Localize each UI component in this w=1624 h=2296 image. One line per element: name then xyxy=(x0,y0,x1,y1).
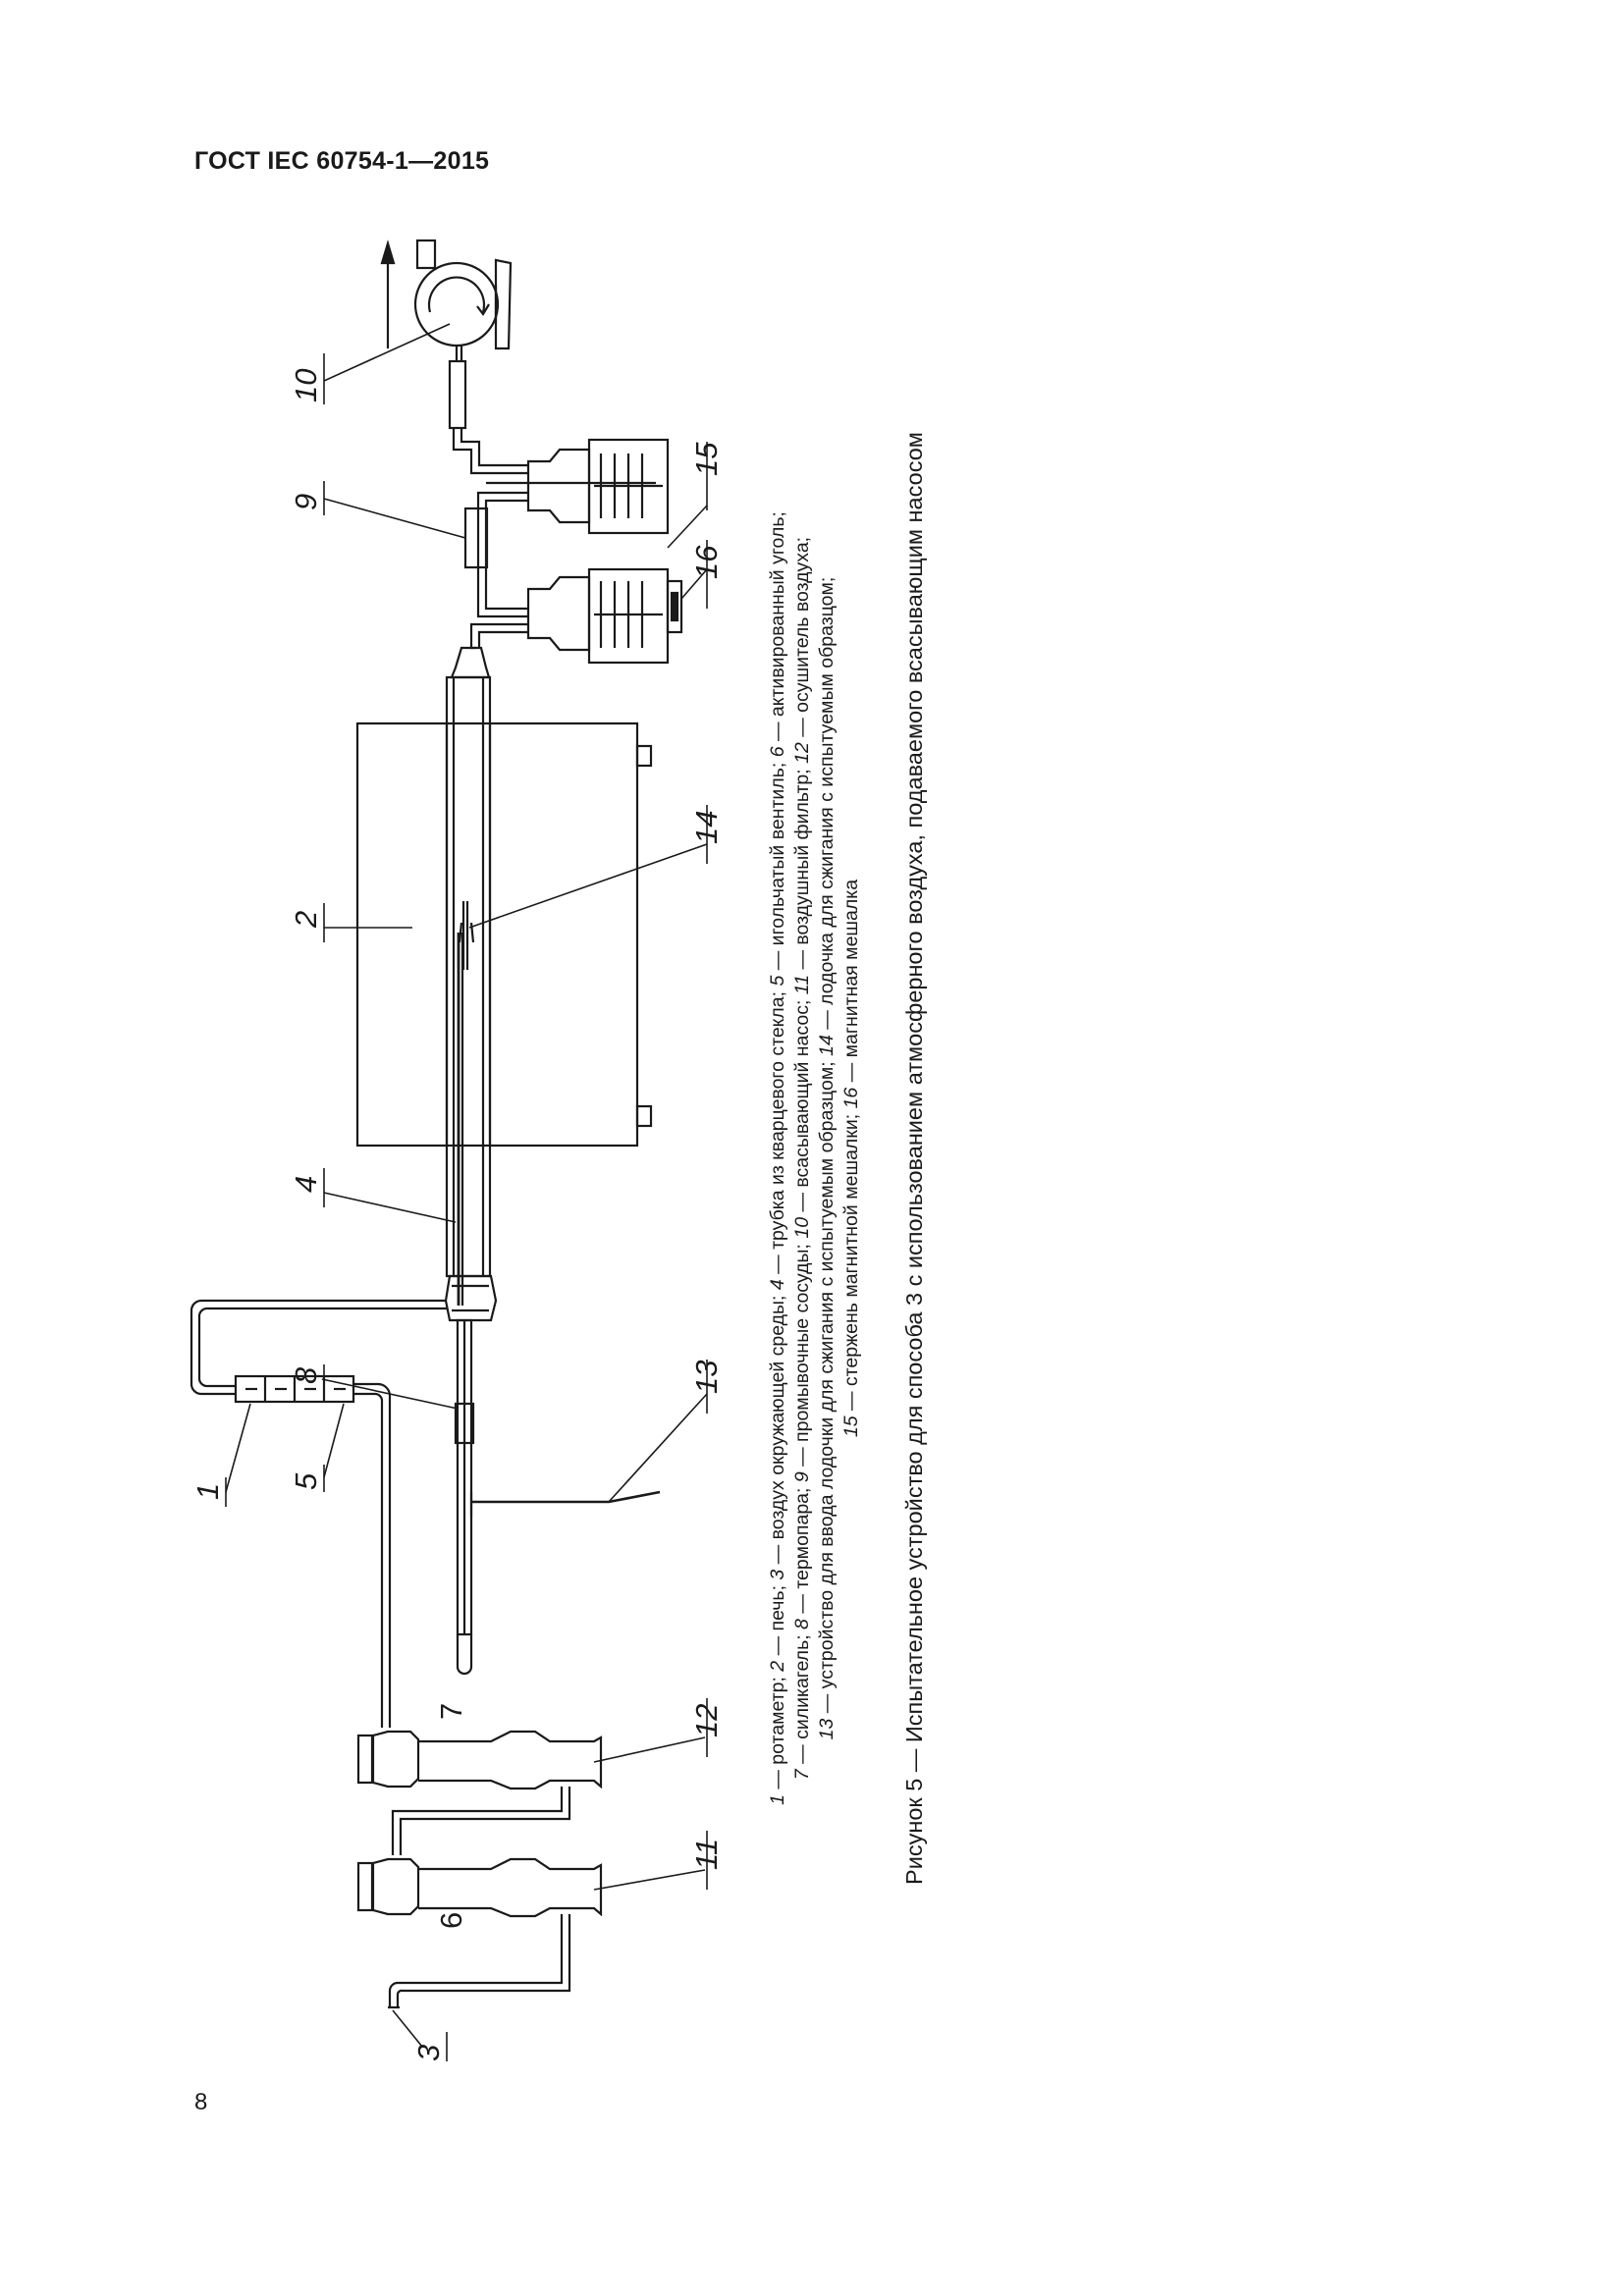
label-4: 4 xyxy=(289,1176,323,1193)
legend-line-1: 1 — ротаметр; 2 — печь; 3 — воздух окруж… xyxy=(766,393,790,1924)
figure-legend-caption: 1 — ротаметр; 2 — печь; 3 — воздух окруж… xyxy=(746,255,943,1924)
legend-text: — печь; xyxy=(767,1579,788,1661)
legend-number: 7 xyxy=(791,1769,813,1781)
legend-number: 15 xyxy=(840,1415,862,1438)
label-8: 8 xyxy=(289,1366,323,1384)
legend-number: 6 xyxy=(767,746,788,758)
wash-bottle-16 xyxy=(526,567,683,665)
legend-text: — термопара; xyxy=(791,1482,813,1620)
legend-number: 14 xyxy=(816,1035,838,1056)
legend-number: 12 xyxy=(791,742,813,764)
legend-line-2: 7 — силикагель; 8 — термопара; 9 — промы… xyxy=(790,393,815,1924)
legend-line-3: 13 — устройство для ввода лодочки для сж… xyxy=(815,393,839,1924)
legend-text: — осушитель воздуха; xyxy=(791,536,813,743)
legend-number: 8 xyxy=(791,1619,813,1629)
legend-text: — стержень магнитной мешалки; xyxy=(840,1108,862,1416)
label-12: 12 xyxy=(689,1704,724,1737)
legend-number: 3 xyxy=(767,1569,788,1580)
label-7: 7 xyxy=(434,1703,468,1720)
legend-number: 5 xyxy=(767,975,788,987)
label-15: 15 xyxy=(689,442,724,476)
figure-caption: Рисунок 5 — Испытательное устройство для… xyxy=(901,432,927,1885)
label-5: 5 xyxy=(289,1472,323,1490)
label-14: 14 xyxy=(689,811,724,844)
label-11: 11 xyxy=(689,1839,724,1870)
legend-text: — лодочка для сжигания с испытуемым обра… xyxy=(816,576,838,1036)
wash-bottle-15 xyxy=(486,438,670,535)
legend-text: — силикагель; xyxy=(791,1629,813,1770)
page-number: 8 xyxy=(194,2089,208,2115)
furnace xyxy=(355,721,653,1148)
legend-number: 2 xyxy=(767,1660,788,1672)
document-header: ГОСТ IEC 60754-1—2015 xyxy=(194,147,490,175)
legend-text: — воздушный фильтр; xyxy=(791,763,813,975)
legend-text: — промывочные сосуды; xyxy=(791,1238,813,1472)
legend-number: 4 xyxy=(767,1279,788,1291)
quartz-tube xyxy=(445,675,492,1278)
label-10: 10 xyxy=(289,369,323,402)
legend-text: — трубка из кварцевого стекла; xyxy=(767,986,788,1280)
legend-number: 11 xyxy=(791,974,813,995)
legend-text: — активированный уголь; xyxy=(767,511,788,747)
legend-text: — всасывающий насос; xyxy=(791,994,813,1217)
figure-legend: 1 — ротаметр; 2 — печь; 3 — воздух окруж… xyxy=(766,393,864,1924)
legend-number: 13 xyxy=(816,1718,838,1740)
legend-text: — воздух окружающей среды; xyxy=(767,1290,788,1570)
label-1: 1 xyxy=(190,1483,225,1500)
legend-text: — магнитная мешалка xyxy=(840,879,862,1088)
label-13: 13 xyxy=(689,1361,724,1394)
flow-arrow xyxy=(380,240,396,348)
carbon-bottle-11 xyxy=(356,1857,603,1918)
legend-number: 1 xyxy=(767,1794,788,1805)
legend-text: — устройство для ввода лодочки для сжига… xyxy=(816,1055,838,1719)
label-2: 2 xyxy=(289,911,323,929)
drying-bottle-12 xyxy=(356,1730,603,1790)
legend-line-4: 15 — стержень магнитной мешалки; 16 — ма… xyxy=(839,393,864,1924)
suction-pump xyxy=(413,239,513,361)
label-3: 3 xyxy=(411,2045,446,2061)
label-9: 9 xyxy=(289,494,323,510)
legend-text: — ротаметр; xyxy=(767,1671,788,1795)
legend-text: — игольчатый вентиль; xyxy=(767,757,788,976)
label-16: 16 xyxy=(689,545,724,579)
legend-number: 16 xyxy=(840,1087,862,1109)
legend-number: 9 xyxy=(791,1471,813,1483)
legend-number: 10 xyxy=(791,1216,813,1239)
label-6: 6 xyxy=(434,1912,468,1929)
